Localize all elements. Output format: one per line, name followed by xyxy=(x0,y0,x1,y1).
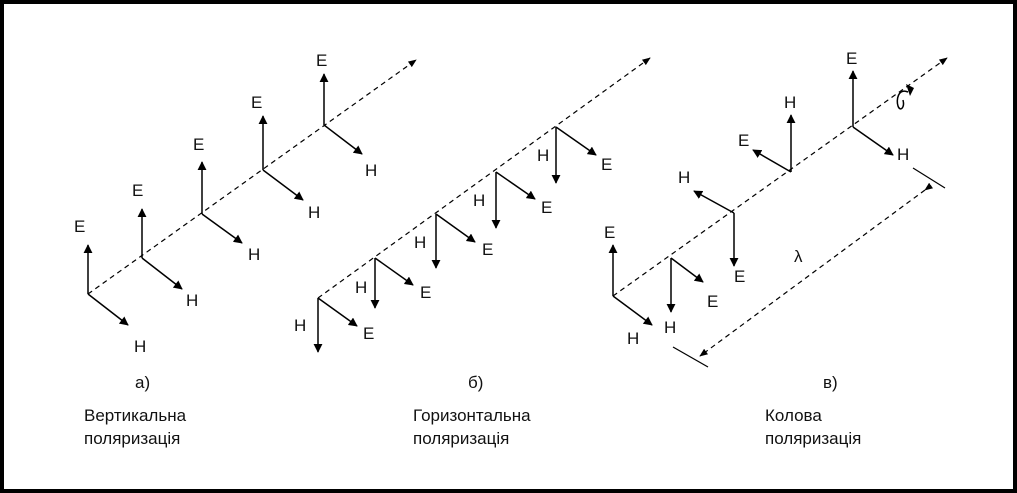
wavelength-tick xyxy=(912,167,946,189)
e-vector-arrow xyxy=(670,257,704,283)
h-label: H xyxy=(664,318,676,337)
rotation-arrow-icon xyxy=(896,90,909,110)
wavelength-label: λ xyxy=(794,247,803,266)
e-vector-arrow xyxy=(752,149,792,173)
h-vector-arrow xyxy=(852,126,894,156)
h-vector-arrow xyxy=(201,213,243,244)
e-label: E xyxy=(707,292,718,311)
h-label: H xyxy=(473,191,485,210)
h-vector-arrow xyxy=(612,295,653,326)
panel-letter: в) xyxy=(823,373,838,392)
h-label: H xyxy=(248,245,260,264)
e-label: E xyxy=(846,49,857,68)
e-label: E xyxy=(482,240,493,259)
e-label: E xyxy=(193,135,204,154)
rotation-arrowhead-icon xyxy=(906,84,914,96)
e-vector-arrow xyxy=(435,213,476,243)
h-label: H xyxy=(678,168,690,187)
h-label: H xyxy=(537,146,549,165)
wavelength-dimension-line xyxy=(699,182,934,357)
panel-caption-line1: Горизонтальна xyxy=(413,406,531,425)
h-label: H xyxy=(627,329,639,348)
e-vector-arrow xyxy=(317,297,358,327)
e-label: E xyxy=(363,324,374,343)
h-label: H xyxy=(414,233,426,252)
e-label: E xyxy=(251,93,262,112)
panel-a-vertical: E H E H E H E H E H а) Вертикальна поляр… xyxy=(74,51,417,448)
e-label: E xyxy=(420,283,431,302)
panel-letter: а) xyxy=(135,373,150,392)
h-label: H xyxy=(365,161,377,180)
e-label: E xyxy=(316,51,327,70)
h-vector-arrow xyxy=(87,293,129,326)
panel-caption-line2: поляризація xyxy=(765,429,861,448)
h-vector-arrow xyxy=(141,257,183,290)
h-label: H xyxy=(355,278,367,297)
e-label: E xyxy=(734,267,745,286)
e-label: E xyxy=(132,181,143,200)
wavelength-tick xyxy=(672,346,709,368)
e-label: E xyxy=(74,217,85,236)
h-vector-arrow xyxy=(693,190,735,214)
h-label: H xyxy=(134,337,146,356)
e-vector-arrow xyxy=(555,126,597,156)
e-label: E xyxy=(738,131,749,150)
propagation-axis xyxy=(612,57,948,297)
panel-caption-line2: поляризація xyxy=(413,429,509,448)
e-label: E xyxy=(541,198,552,217)
h-label: H xyxy=(186,291,198,310)
h-label: H xyxy=(308,203,320,222)
h-label: H xyxy=(897,145,909,164)
h-label: H xyxy=(294,316,306,335)
e-vector-arrow xyxy=(374,257,414,286)
e-vector-arrow xyxy=(495,171,536,200)
panel-caption-line1: Колова xyxy=(765,406,822,425)
panel-b-horizontal: H E H E H E H E H E б) Горизонтальна пол… xyxy=(294,57,651,448)
e-label: E xyxy=(604,223,615,242)
h-vector-arrow xyxy=(323,124,363,155)
panel-c-circular: E H H E H E H E E H λ в) Колова поляриза… xyxy=(604,49,948,448)
h-vector-arrow xyxy=(262,169,304,201)
h-label: H xyxy=(784,93,796,112)
panel-caption-line2: поляризація xyxy=(84,429,180,448)
e-label: E xyxy=(601,155,612,174)
panel-letter: б) xyxy=(468,373,483,392)
panel-caption-line1: Вертикальна xyxy=(84,406,187,425)
